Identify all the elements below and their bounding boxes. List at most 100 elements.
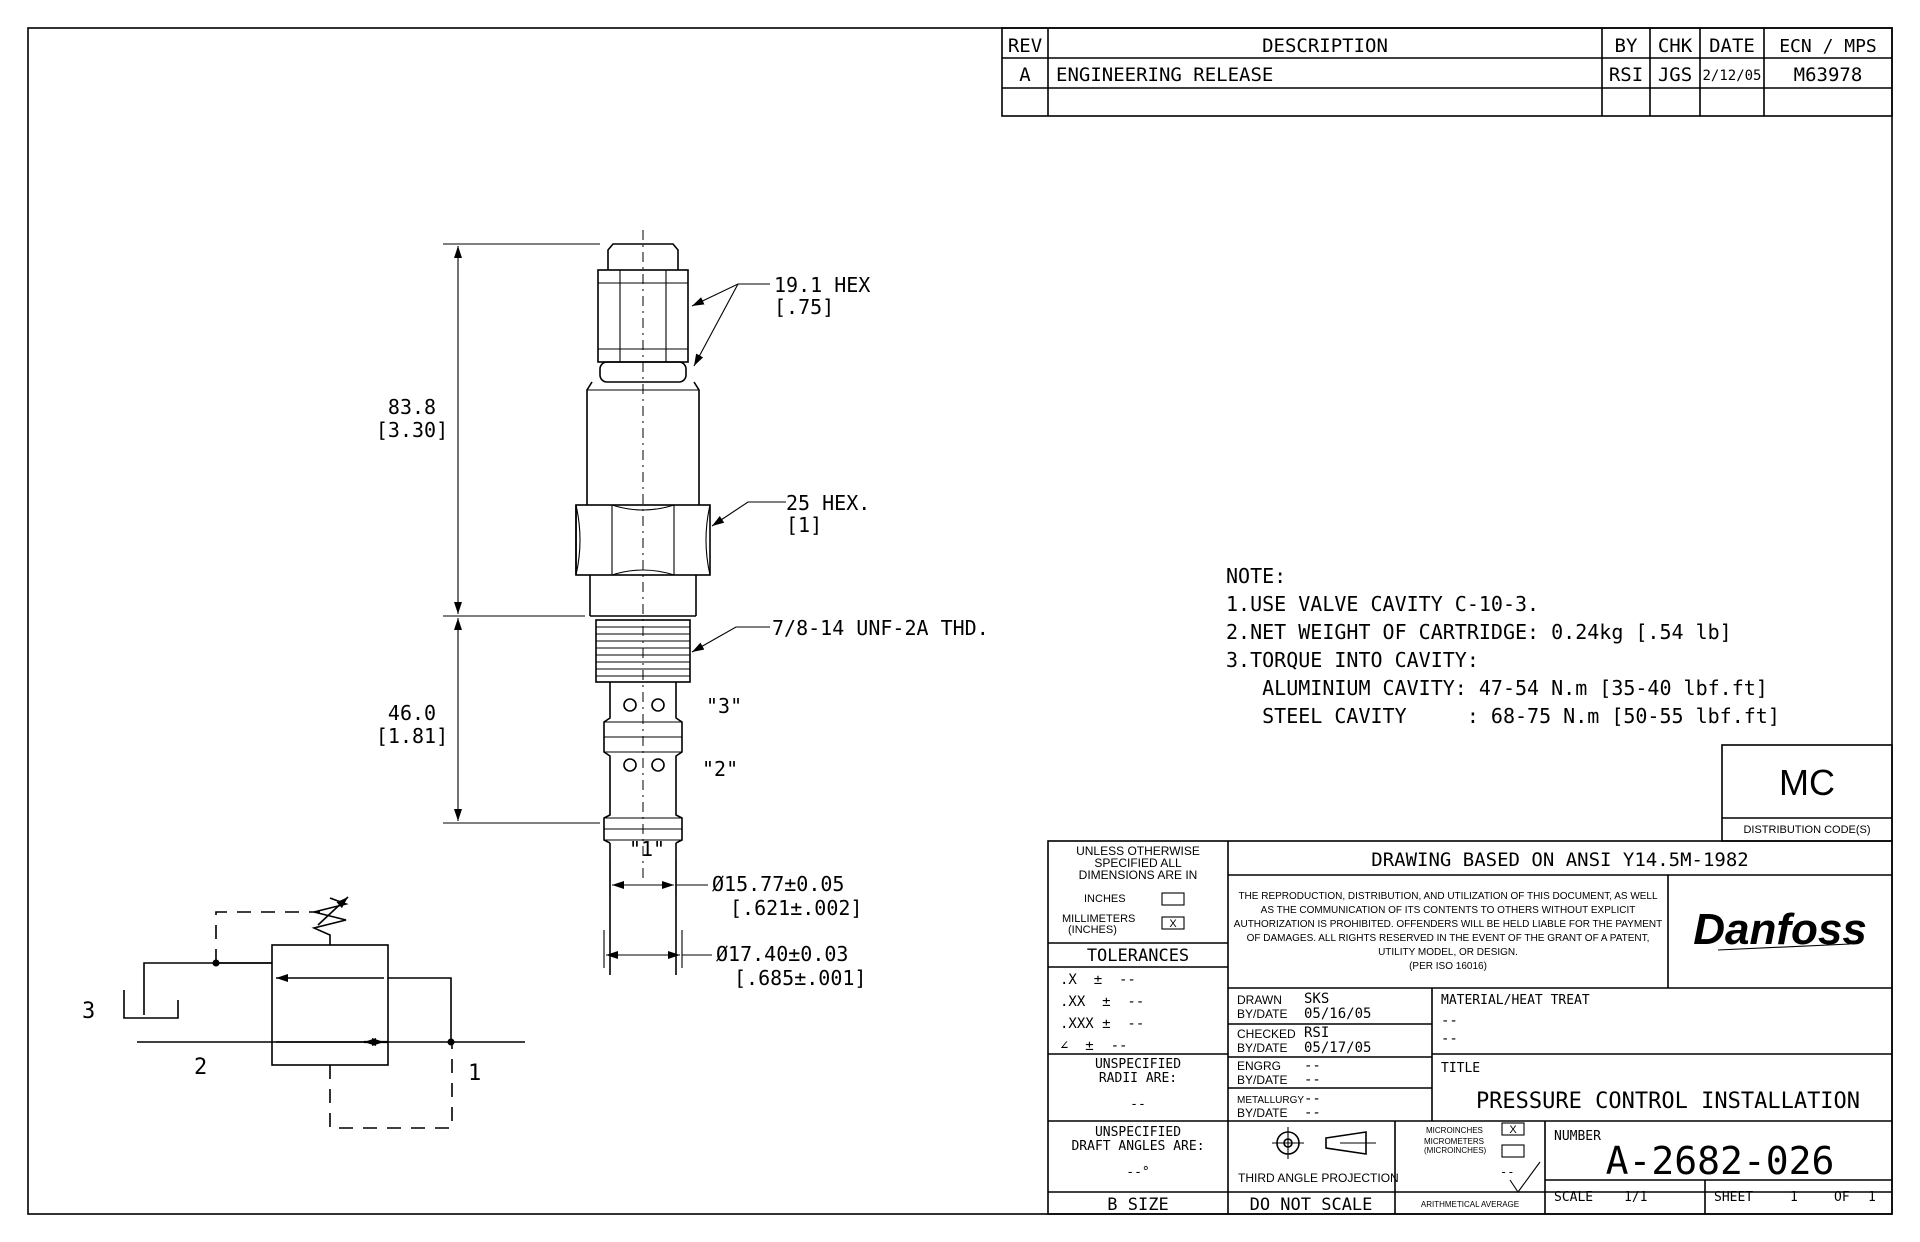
third-angle-projection-icon xyxy=(1272,1127,1376,1159)
by-header: BY xyxy=(1615,35,1638,57)
radii-title-2: RADII ARE: xyxy=(1099,1071,1177,1086)
port-2-label: "2" xyxy=(702,757,738,781)
chk-value: JGS xyxy=(1658,64,1692,86)
finish-value: -- xyxy=(1500,1165,1514,1179)
ecn-value: M63978 xyxy=(1794,64,1863,86)
hydraulic-schematic xyxy=(123,896,525,1129)
diameter-2: Ø17.40±0.03 xyxy=(716,942,848,966)
metallurgy-by-date-label: BY/DATE xyxy=(1237,1106,1287,1120)
lower-length: 46.0 xyxy=(388,701,436,725)
finish-micrometers: MICROMETERS xyxy=(1424,1137,1484,1146)
port-2-hole-left xyxy=(623,758,637,772)
legal-line-5: UTILITY MODEL, OR DESIGN. xyxy=(1378,947,1518,958)
legal-line-2: AS THE COMMUNICATION OF ITS CONTENTS TO … xyxy=(1261,905,1636,916)
drawn-date: 05/16/05 xyxy=(1304,1006,1371,1022)
number-label: NUMBER xyxy=(1554,1129,1601,1144)
sheet-size: B SIZE xyxy=(1107,1195,1168,1215)
tolerance-angle: ∠ ± -- xyxy=(1060,1038,1127,1054)
inches-label: INCHES xyxy=(1084,893,1126,905)
title-label: TITLE xyxy=(1441,1061,1480,1076)
distribution-code-label: DISTRIBUTION CODE(S) xyxy=(1743,824,1870,836)
millimeters-mark: X xyxy=(1169,918,1177,930)
port-2-hole-right xyxy=(651,758,665,772)
draft-value: --° xyxy=(1126,1165,1149,1180)
port-1-label: "1" xyxy=(629,837,665,861)
hex2-callout: 25 HEX. xyxy=(786,491,870,515)
distribution-code-box: MC DISTRIBUTION CODE(S) xyxy=(1721,744,1893,842)
drawn-by-date-label: BY/DATE xyxy=(1237,1007,1287,1021)
scale-value: 1/1 xyxy=(1624,1190,1647,1205)
drawn-label: DRAWN xyxy=(1237,993,1282,1007)
note-3: 3.TORQUE INTO CAVITY: xyxy=(1226,648,1479,672)
engrg-date: -- xyxy=(1304,1072,1321,1088)
units-header-1: UNLESS OTHERWISE xyxy=(1076,844,1200,858)
date-value: 2/12/05 xyxy=(1702,68,1761,84)
schematic-port-1: 1 xyxy=(468,1061,481,1086)
sheet-border xyxy=(27,27,1893,1215)
finish-microinches: MICROINCHES xyxy=(1426,1126,1483,1135)
note-1: 1.USE VALVE CAVITY C-10-3. xyxy=(1226,592,1539,616)
danfoss-logo: Danfoss xyxy=(1693,905,1867,954)
ansi-standard: DRAWING BASED ON ANSI Y14.5M-1982 xyxy=(1371,849,1749,871)
projection-label: THIRD ANGLE PROJECTION xyxy=(1238,1171,1399,1185)
legal-line-6: (PER ISO 16016) xyxy=(1409,961,1487,972)
arithmetical-average: ARITHMETICAL AVERAGE xyxy=(1421,1200,1519,1209)
sheet-value: 1 xyxy=(1790,1190,1798,1205)
surface-finish-check-icon xyxy=(1509,1161,1541,1193)
overall-length-inches: [3.30] xyxy=(376,418,448,442)
finish-mark: X xyxy=(1509,1124,1517,1136)
note-3b: STEEL CAVITY : 68-75 N.m [50-55 lbf.ft] xyxy=(1226,704,1780,728)
description-header: DESCRIPTION xyxy=(1262,35,1388,57)
millimeters-checkbox xyxy=(1161,916,1185,930)
engrg-by-date-label: BY/DATE xyxy=(1237,1073,1287,1087)
rev-header: REV xyxy=(1008,35,1042,57)
rev-value: A xyxy=(1019,64,1031,86)
hex2-callout-inches: [1] xyxy=(786,513,822,537)
inches-checkbox xyxy=(1161,892,1185,906)
chk-header: CHK xyxy=(1658,35,1693,57)
checked-label: CHECKED xyxy=(1237,1027,1296,1041)
metallurgy-label: METALLURGY xyxy=(1237,1095,1304,1106)
note-2: 2.NET WEIGHT OF CARTRIDGE: 0.24kg [.54 l… xyxy=(1226,620,1732,644)
title-block xyxy=(1047,840,1893,1215)
diameter-1-inches: [.621±.002] xyxy=(730,896,862,920)
checked-date: 05/17/05 xyxy=(1304,1040,1371,1056)
checked-by: RSI xyxy=(1304,1025,1329,1041)
tolerance-x: .X ± -- xyxy=(1060,972,1136,988)
sheet-label: SHEET xyxy=(1714,1190,1753,1205)
port-3-hole-left xyxy=(623,698,637,712)
distribution-code: MC xyxy=(1779,762,1835,803)
by-value: RSI xyxy=(1609,64,1643,86)
ecn-header: ECN / MPS xyxy=(1779,36,1877,57)
material-label: MATERIAL/HEAT TREAT xyxy=(1441,993,1590,1008)
lower-length-inches: [1.81] xyxy=(376,724,448,748)
tolerance-xx: .XX ± -- xyxy=(1060,994,1144,1010)
material-value-2: -- xyxy=(1441,1031,1458,1047)
revision-block: REV DESCRIPTION BY CHK DATE ECN / MPS A … xyxy=(1001,27,1893,117)
thread-callout: 7/8-14 UNF-2A THD. xyxy=(772,616,989,640)
date-header: DATE xyxy=(1709,35,1755,57)
diameter-2-inches: [.685±.001] xyxy=(734,966,866,990)
schematic-port-3: 3 xyxy=(82,999,95,1024)
description-value: ENGINEERING RELEASE xyxy=(1056,64,1273,86)
units-header-3: DIMENSIONS ARE IN xyxy=(1079,868,1198,882)
checked-by-date-label: BY/DATE xyxy=(1237,1041,1287,1055)
legal-line-3: AUTHORIZATION IS PROHIBITED. OFFENDERS W… xyxy=(1234,919,1662,930)
units-header-2: SPECIFIED ALL xyxy=(1094,856,1182,870)
finish-checkbox-1 xyxy=(1501,1122,1525,1136)
draft-title-2: DRAFT ANGLES ARE: xyxy=(1071,1139,1204,1154)
notes-title: NOTE: xyxy=(1226,564,1286,588)
radii-value: -- xyxy=(1130,1097,1146,1112)
schematic-port-2: 2 xyxy=(194,1055,207,1080)
of-label: OF xyxy=(1834,1190,1850,1205)
drawing-title: PRESSURE CONTROL INSTALLATION xyxy=(1476,1089,1860,1114)
millimeters-sub: (INCHES) xyxy=(1068,924,1117,936)
note-3a: ALUMINIUM CAVITY: 47-54 N.m [35-40 lbf.f… xyxy=(1226,676,1768,700)
notes: NOTE: 1.USE VALVE CAVITY C-10-3. 2.NET W… xyxy=(1226,564,1780,728)
overall-length: 83.8 xyxy=(388,395,436,419)
metallurgy-by: -- xyxy=(1304,1091,1321,1107)
material-value-1: -- xyxy=(1441,1013,1458,1029)
engrg-by: -- xyxy=(1304,1058,1321,1074)
thread-section xyxy=(595,619,691,683)
